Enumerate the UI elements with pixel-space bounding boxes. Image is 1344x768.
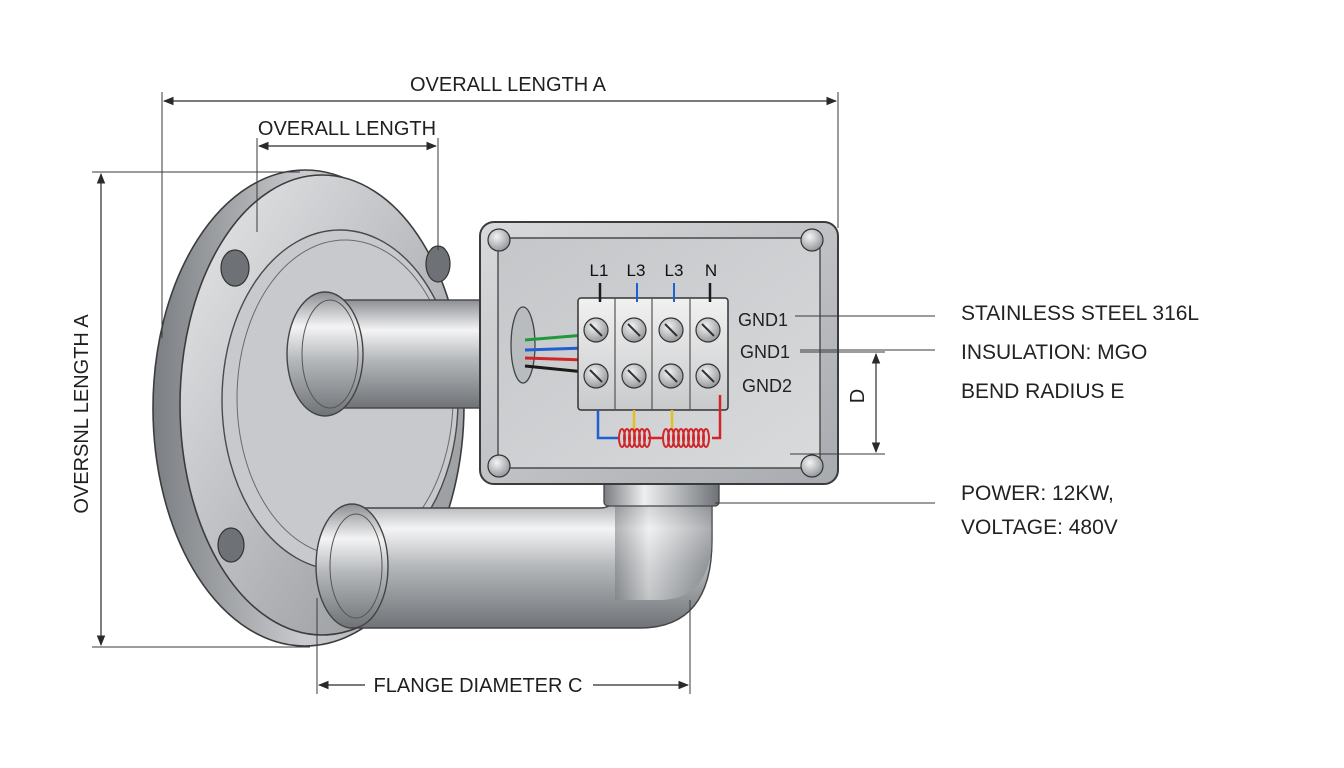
lower-pipe-elbow xyxy=(315,479,720,629)
dimension-overall-length: OVERALL LENGTH xyxy=(256,118,439,250)
screw-slot xyxy=(664,369,678,383)
dimension-flange-diameter-c: FLANGE DIAMETER C xyxy=(316,598,691,698)
spec-insulation: INSULATION: MGO xyxy=(961,341,1147,364)
ground-label: GND1 xyxy=(738,310,788,330)
bolt-hole xyxy=(217,527,245,563)
dimension-label: FLANGE DIAMETER C xyxy=(374,675,583,697)
dimension-vertical: OVERSNL LENGTH A xyxy=(71,171,310,648)
corner-screw xyxy=(800,454,824,478)
screw-slot xyxy=(627,369,641,383)
cable-entry xyxy=(510,306,536,384)
bolt-hole xyxy=(425,245,451,283)
ground-label: GND2 xyxy=(742,376,792,396)
wire-green xyxy=(524,333,586,342)
heating-coil xyxy=(662,428,710,448)
spec-callouts: STAINLESS STEEL 316L INSULATION: MGO BEN… xyxy=(715,302,1199,539)
coil-turn xyxy=(643,428,651,448)
corner-screw xyxy=(487,454,511,478)
dimension-label: OVERSNL LENGTH A xyxy=(71,314,93,514)
dimension-label: D xyxy=(847,389,869,403)
wire-blue-bottom xyxy=(596,410,618,440)
spec-material: STAINLESS STEEL 316L xyxy=(961,302,1199,325)
terminal-label: L1 xyxy=(590,261,609,280)
wire-red xyxy=(524,356,586,362)
ground-label: GND1 xyxy=(740,342,790,362)
terminal-label: L3 xyxy=(665,261,684,280)
spec-bend-radius: BEND RADIUS E xyxy=(961,380,1124,403)
screw-slot xyxy=(701,323,715,337)
terminal-label: L3 xyxy=(627,261,646,280)
screw-slot xyxy=(701,369,715,383)
wire-black xyxy=(524,364,586,374)
screw-slot xyxy=(664,323,678,337)
upper-pipe xyxy=(286,291,506,417)
corner-screw xyxy=(800,228,824,252)
terminal-label: N xyxy=(705,261,717,280)
dimension-label: OVERALL LENGTH xyxy=(258,118,436,140)
wire-blue xyxy=(524,346,586,352)
heating-coil xyxy=(618,428,651,448)
spec-power: POWER: 12KW, xyxy=(961,482,1114,505)
screw-slot xyxy=(589,369,603,383)
screw-slot xyxy=(627,323,641,337)
corner-screw xyxy=(487,228,511,252)
terminal-block xyxy=(577,297,729,411)
dimension-d: D xyxy=(790,351,885,455)
dimension-label: OVERALL LENGTH A xyxy=(410,74,607,96)
upper-pipe-collar xyxy=(286,291,364,417)
junction-box: L1 L3 L3 N GND1 GND1 GND2 xyxy=(479,221,839,485)
bolt-hole xyxy=(220,249,250,287)
lower-pipe-collar xyxy=(315,503,389,629)
coil-turn xyxy=(702,428,710,448)
screw-slot xyxy=(589,323,603,337)
wire-red-bottom xyxy=(712,395,722,440)
dimension-overall-length-a: OVERALL LENGTH A xyxy=(161,70,839,338)
spec-voltage: VOLTAGE: 480V xyxy=(961,516,1118,539)
